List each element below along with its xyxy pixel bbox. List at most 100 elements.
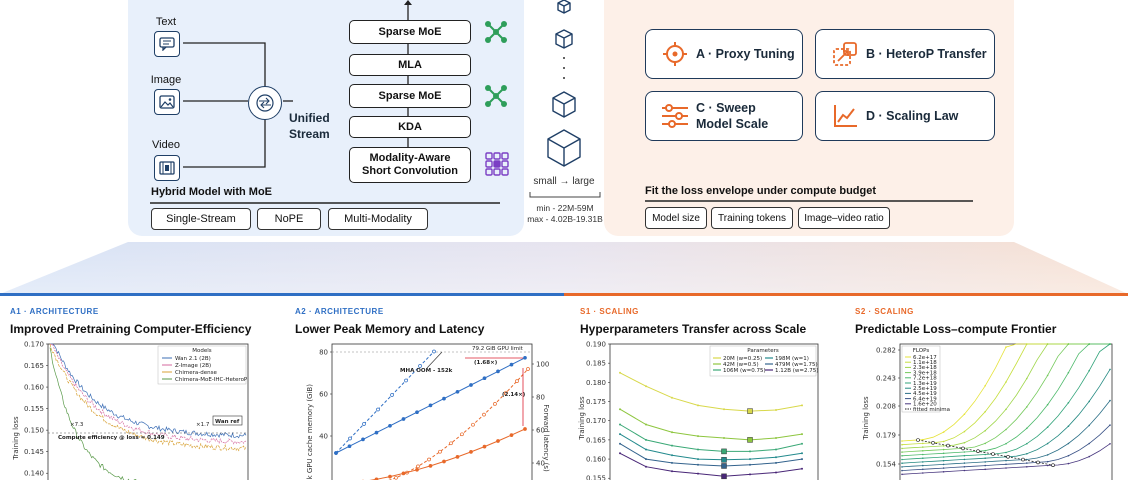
data-point — [348, 436, 352, 441]
minima-point — [916, 438, 920, 442]
data-point — [1067, 462, 1070, 465]
y-tick-label: 0.155 — [586, 475, 606, 480]
data-point — [1109, 368, 1111, 371]
fitted-minima-line — [917, 439, 1054, 466]
y-tick-label: 60 — [319, 391, 328, 399]
data-point — [1088, 343, 1090, 345]
data-point — [449, 441, 453, 446]
unified-stream-label: Unified Stream — [289, 111, 330, 141]
data-point — [401, 417, 406, 421]
data-point — [1109, 399, 1111, 402]
optimum-marker — [721, 473, 727, 480]
y-tick-label: 0.145 — [24, 448, 44, 456]
data-point — [723, 437, 725, 439]
y-tick-label: 0.179 — [876, 432, 896, 440]
block-mla: MLA — [349, 54, 471, 76]
legend-entry: 4.5e+19 — [913, 391, 937, 397]
legend-entry: 7.2e+18 — [913, 376, 937, 382]
input-label-text: Text — [155, 16, 177, 28]
data-point — [963, 430, 966, 433]
optimum-marker — [721, 463, 727, 469]
data-point — [723, 408, 725, 411]
data-point — [901, 447, 903, 450]
minima-point — [1051, 463, 1055, 467]
y-tick-label: 0.185 — [586, 360, 606, 368]
data-point — [942, 448, 945, 451]
data-point — [1046, 403, 1049, 406]
data-point — [942, 471, 945, 473]
chart-hp-transfer: Training loss 0.1900.1850.1800.1750.1700… — [578, 341, 818, 480]
data-point — [942, 456, 945, 458]
y2-tick-label: 60 — [536, 427, 545, 435]
legend-entry: 2.5e+19 — [913, 386, 937, 392]
series-line — [619, 452, 803, 477]
minima-point — [931, 441, 935, 445]
data-point — [1005, 381, 1007, 383]
data-point — [922, 457, 924, 459]
legend-entry: 20M (w=0.25) — [723, 356, 762, 362]
zoom-trapezoid — [0, 242, 1128, 296]
data-point — [442, 396, 446, 401]
data-point — [493, 402, 497, 406]
data-point — [697, 448, 699, 451]
series-line — [49, 343, 247, 452]
minima-point — [1036, 460, 1040, 465]
data-point — [942, 445, 945, 447]
data-point — [1026, 427, 1028, 430]
legend-entry: 42M (w=0.5) — [723, 362, 759, 368]
y-axis-label: Training loss — [862, 396, 870, 441]
card-sweep-model-scale: C · Sweep Model Scale — [645, 91, 803, 141]
y-tick-label: 0.150 — [24, 427, 44, 435]
data-point — [515, 379, 519, 383]
data-point — [942, 463, 945, 466]
data-point — [963, 466, 966, 468]
data-point — [1067, 442, 1070, 445]
data-point — [390, 393, 394, 397]
data-point — [1005, 408, 1007, 411]
series-line — [619, 408, 803, 441]
data-point — [509, 362, 514, 367]
data-point — [523, 355, 527, 360]
data-point — [1067, 343, 1070, 345]
data-point — [801, 452, 803, 455]
data-point — [1088, 455, 1090, 458]
block-sparse-moe-top: Sparse MoE — [349, 20, 471, 44]
chat-icon — [154, 31, 180, 57]
legend-title: Models — [192, 348, 212, 354]
router-icon — [248, 86, 282, 120]
chart-pretraining-efficiency: Training loss 0.1700.1650.1600.1550.1500… — [12, 341, 249, 480]
target-icon — [654, 41, 696, 67]
data-point — [1026, 442, 1028, 445]
y-tick-label: 0.165 — [586, 436, 606, 444]
data-point — [984, 410, 986, 413]
data-point — [376, 407, 380, 412]
legend-entry: Z-Image (2B) — [175, 363, 211, 369]
fit-loss-label: Fit the loss envelope under compute budg… — [645, 185, 877, 197]
series-line — [50, 343, 247, 439]
image-icon — [154, 89, 180, 115]
input-label-video: Video — [152, 139, 180, 151]
block-modality-aware-conv: Modality-Aware Short Convolution — [349, 147, 471, 183]
data-point — [942, 452, 945, 455]
data-point — [963, 458, 966, 461]
annotation: ×7.3 — [70, 422, 84, 428]
scale-label: small → large — [533, 176, 595, 187]
pill-nope: NoPE — [257, 208, 321, 230]
data-point — [922, 450, 924, 452]
data-point — [1067, 454, 1070, 457]
data-point — [526, 367, 530, 371]
data-point — [671, 454, 673, 457]
data-point — [471, 422, 475, 427]
y-tick-label: 0.282 — [876, 347, 896, 355]
data-point — [394, 475, 398, 480]
y-tick-label: 0.243 — [876, 375, 896, 383]
data-point — [984, 453, 986, 456]
data-point — [361, 437, 365, 442]
data-point — [482, 412, 486, 417]
data-point — [942, 431, 945, 433]
data-point — [415, 410, 419, 415]
hybrid-model-label: Hybrid Model with MoE — [151, 186, 272, 198]
data-point — [388, 474, 392, 479]
data-point — [645, 465, 647, 468]
y-tick-label: 0.190 — [586, 341, 606, 349]
